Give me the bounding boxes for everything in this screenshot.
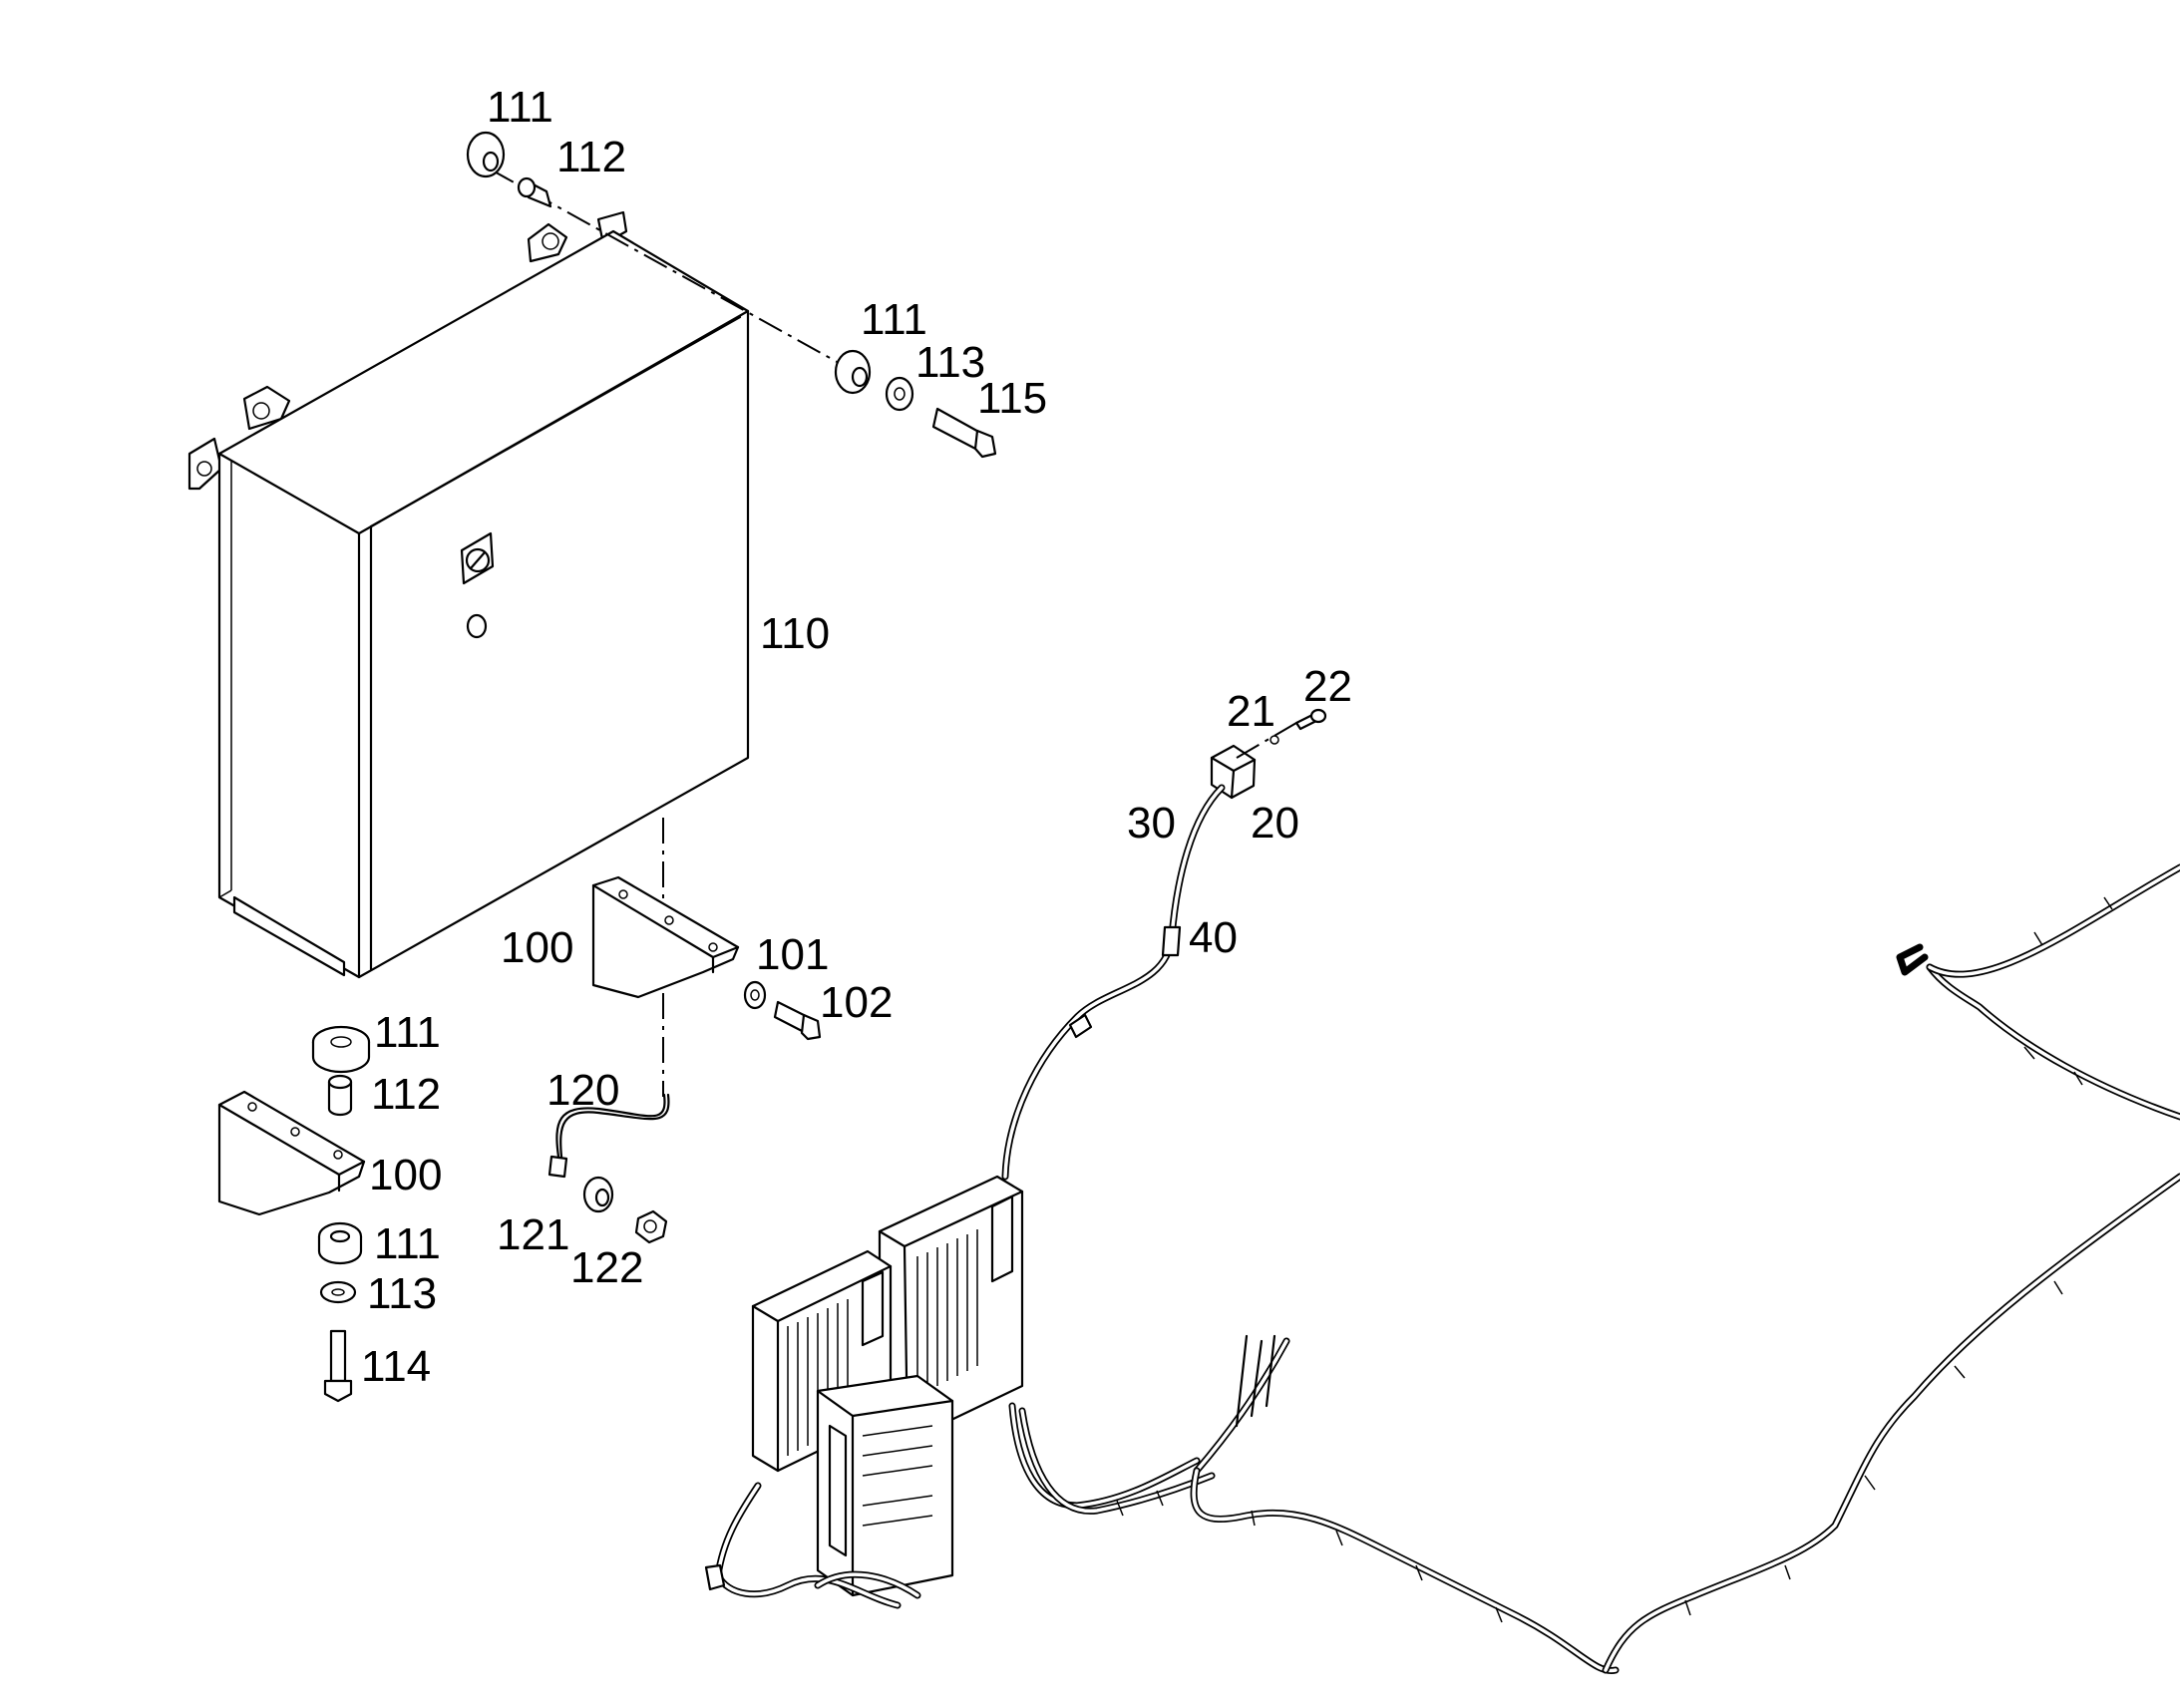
- callout-120: 120: [546, 1066, 619, 1115]
- electronic-module-front: [816, 1374, 954, 1597]
- callout-111-top: 111: [487, 83, 553, 132]
- callout-111-stack-bottom: 111: [374, 1219, 441, 1268]
- callout-21: 21: [1227, 687, 1275, 736]
- ground-strap: [547, 1093, 670, 1244]
- callout-114: 114: [361, 1342, 431, 1391]
- callout-102: 102: [820, 978, 893, 1027]
- top-hardware: [466, 131, 997, 459]
- callout-112-stack: 112: [371, 1070, 441, 1119]
- mounting-bracket-right: [591, 875, 822, 1041]
- callout-100-lower: 100: [369, 1151, 442, 1199]
- callout-110: 110: [760, 609, 830, 658]
- callout-111-stack-top: 111: [374, 1008, 441, 1057]
- wiring-harness: [704, 863, 2180, 1675]
- callout-100-upper: 100: [501, 923, 573, 972]
- callout-22: 22: [1303, 662, 1352, 711]
- mounting-bracket-left: [217, 1025, 371, 1403]
- callout-40: 40: [1189, 913, 1238, 962]
- callout-30: 30: [1127, 799, 1176, 848]
- callout-112-top: 112: [556, 133, 626, 181]
- electronic-module-center: [878, 1175, 1024, 1443]
- sensor-cable: [1001, 784, 1226, 1181]
- callout-20: 20: [1251, 799, 1299, 848]
- control-cabinet: [187, 210, 750, 979]
- callout-111-right: 111: [861, 295, 927, 344]
- callout-113-stack: 113: [367, 1269, 437, 1318]
- callout-101: 101: [756, 930, 829, 979]
- callout-122: 122: [570, 1243, 643, 1292]
- callout-113-right: 113: [915, 338, 985, 387]
- callout-121: 121: [497, 1210, 569, 1259]
- callout-115: 115: [977, 374, 1047, 423]
